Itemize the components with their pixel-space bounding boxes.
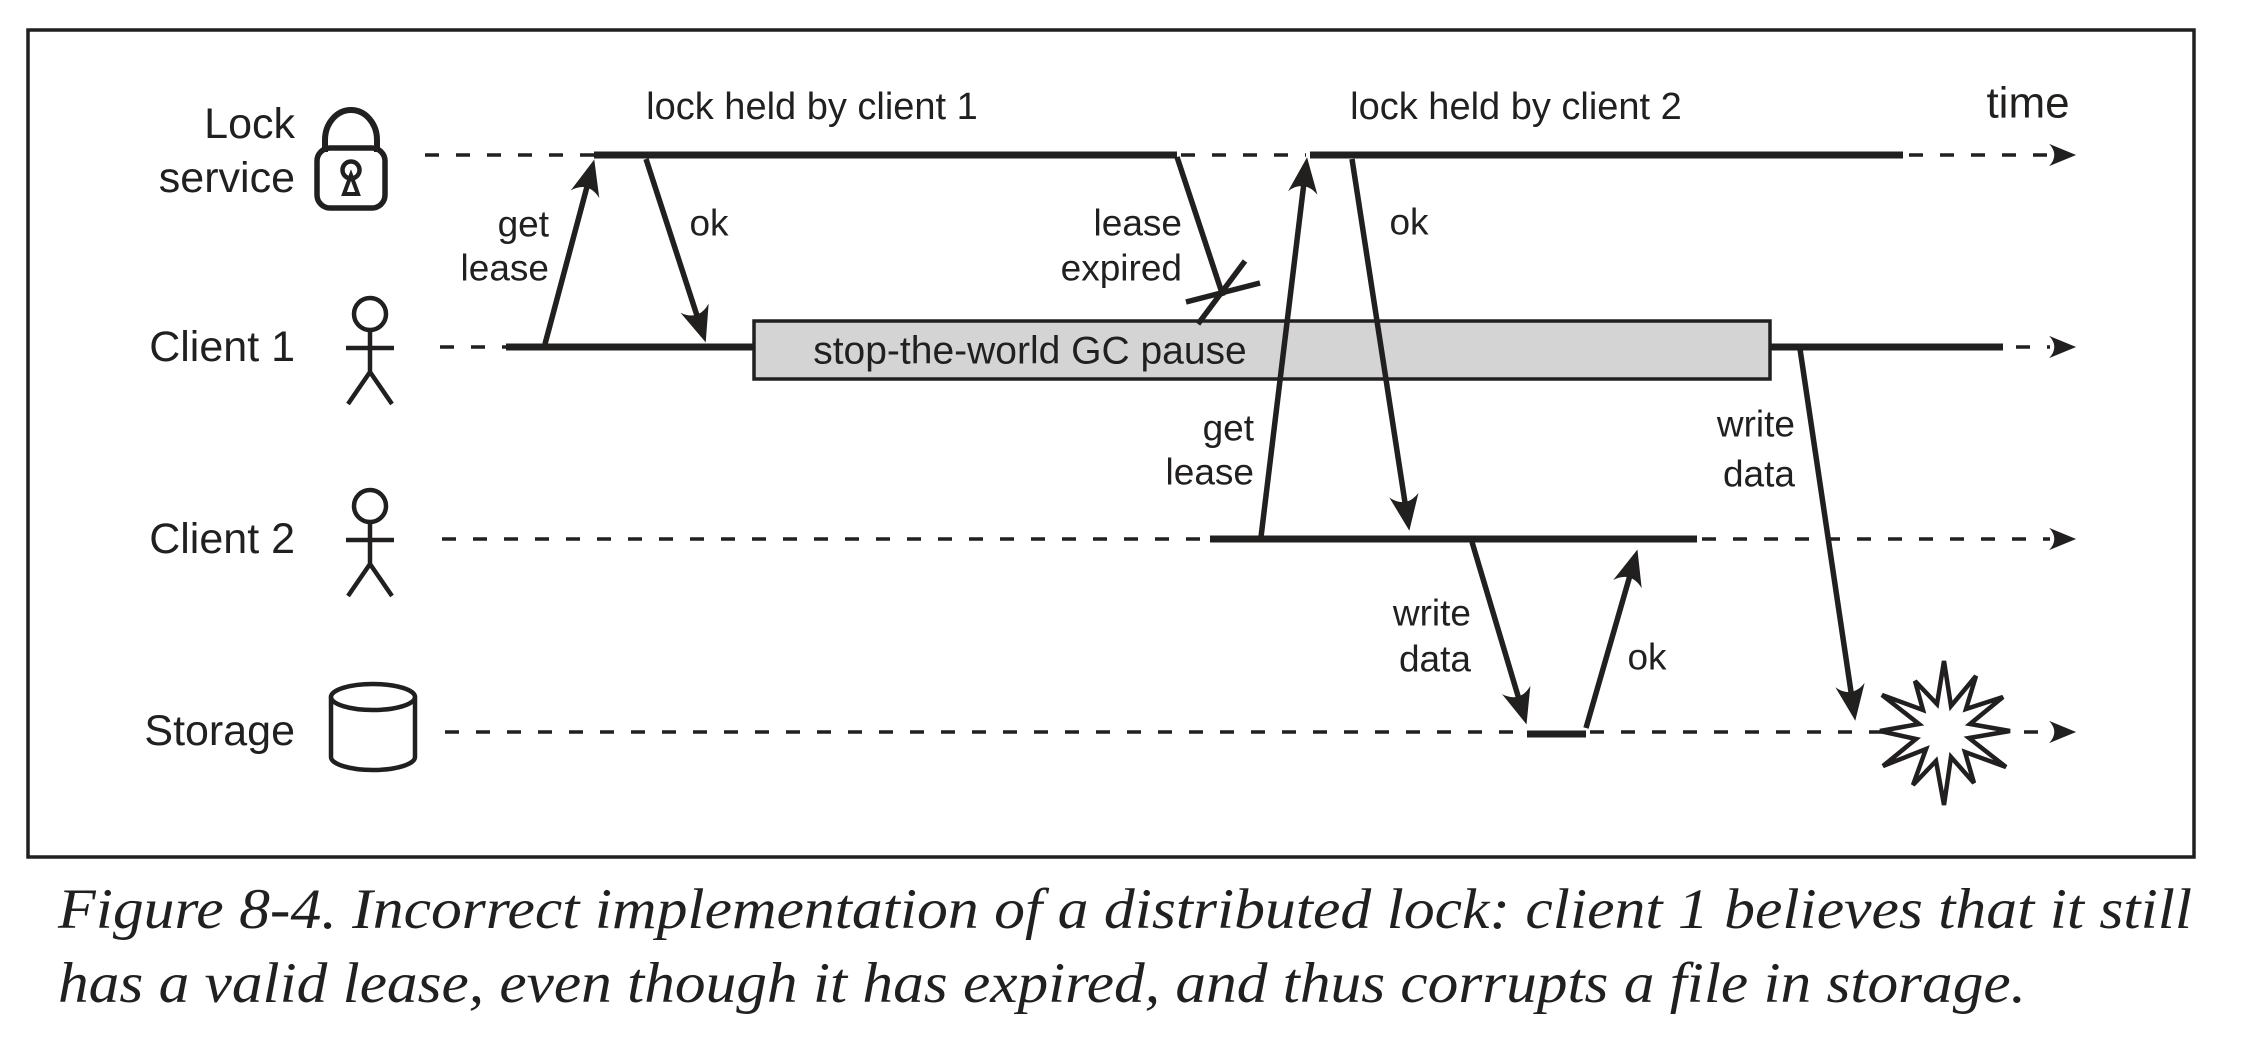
get-lease-1-arrow — [542, 159, 600, 345]
message-labels: get lease ok lease expired get lease ok … — [461, 202, 1796, 680]
get-lease-1-label: lease — [461, 248, 549, 289]
caption-line-1: Figure 8-4. Incorrect implementation of … — [57, 878, 2192, 941]
diagram-frame — [26, 28, 2196, 859]
time-label: time — [1986, 79, 2069, 128]
lease-expired-cross-icon — [1185, 259, 1261, 326]
lock-held-by-client1-label: lock held by client 1 — [646, 86, 978, 128]
figure-caption: Figure 8-4. Incorrect implementation of … — [57, 878, 2192, 1015]
write-data-2-label: data — [1723, 454, 1795, 495]
get-lease-2-label: lease — [1166, 452, 1254, 493]
get-lease-2-label: get — [1203, 408, 1255, 449]
write-data-2-arrow — [1797, 348, 1865, 721]
lease-expired-label: expired — [1061, 248, 1182, 289]
write-data-1-arrow — [1469, 541, 1531, 725]
ok-3-arrow — [1583, 549, 1642, 729]
ok-2-arrow — [1349, 158, 1419, 531]
person-icon — [346, 295, 394, 406]
gc-pause-box: stop-the-world GC pause — [752, 319, 1772, 381]
lane-labels: Lock service Client 1 Client 2 Storage — [144, 100, 295, 755]
lock-held-by-client2-label: lock held by client 2 — [1350, 86, 1682, 128]
corruption-starburst-icon — [1879, 660, 2011, 806]
ok-2-label: ok — [1389, 202, 1429, 243]
person-icon — [346, 487, 394, 598]
gc-pause-label: stop-the-world GC pause — [813, 330, 1247, 373]
ok-1-arrow — [643, 158, 709, 343]
write-data-1-label: data — [1399, 639, 1471, 680]
write-data-1-label: write — [1392, 593, 1471, 634]
lane-label-client1: Client 1 — [149, 323, 295, 371]
padlock-icon — [314, 107, 388, 211]
write-data-2-label: write — [1716, 404, 1795, 445]
ok-3-label: ok — [1627, 637, 1667, 678]
lane-label-service: service — [159, 154, 295, 202]
lease-expired-line — [1174, 156, 1226, 297]
get-lease-2-arrow — [1258, 157, 1318, 538]
lane-label-storage: Storage — [144, 707, 295, 755]
get-lease-1-label: get — [498, 204, 550, 245]
lane-label-client2: Client 2 — [149, 515, 295, 563]
database-cylinder-icon — [328, 681, 418, 773]
ok-1-label: ok — [689, 203, 729, 244]
lease-expired-label: lease — [1094, 203, 1182, 244]
caption-line-2: has a valid lease, even though it has ex… — [58, 952, 2026, 1015]
messages — [542, 156, 1865, 729]
lane-label-lock: Lock — [204, 100, 295, 148]
